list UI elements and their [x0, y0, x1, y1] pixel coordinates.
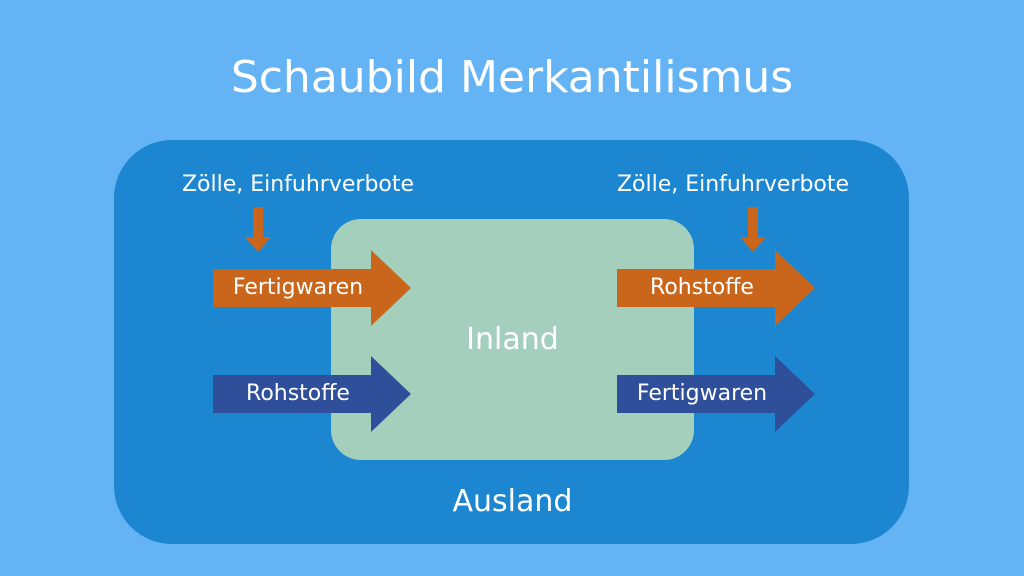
arrow-label: Fertigwaren — [636, 381, 768, 406]
arrow-label: Rohstoffe — [246, 381, 350, 406]
inland-region — [331, 219, 694, 460]
ausland-label: Ausland — [452, 484, 573, 519]
arrow-rohstoffe-export: Rohstoffe — [617, 250, 815, 326]
arrow-fertigwaren-import: Fertigwaren — [213, 250, 411, 326]
tariff-label-right: Zölle, Einfuhrverbote — [616, 172, 850, 197]
inland-label: Inland — [466, 322, 559, 357]
arrow-label: Fertigwaren — [232, 275, 364, 300]
arrow-fertigwaren-export: Fertigwaren — [617, 356, 815, 432]
down-arrow-icon — [740, 207, 766, 252]
arrow-rohstoffe-import: Rohstoffe — [213, 356, 411, 432]
page-title: Schaubild Merkantilismus — [230, 52, 794, 103]
arrow-label: Rohstoffe — [650, 275, 754, 300]
tariff-label-left: Zölle, Einfuhrverbote — [181, 172, 415, 197]
down-arrow-icon — [245, 207, 271, 252]
